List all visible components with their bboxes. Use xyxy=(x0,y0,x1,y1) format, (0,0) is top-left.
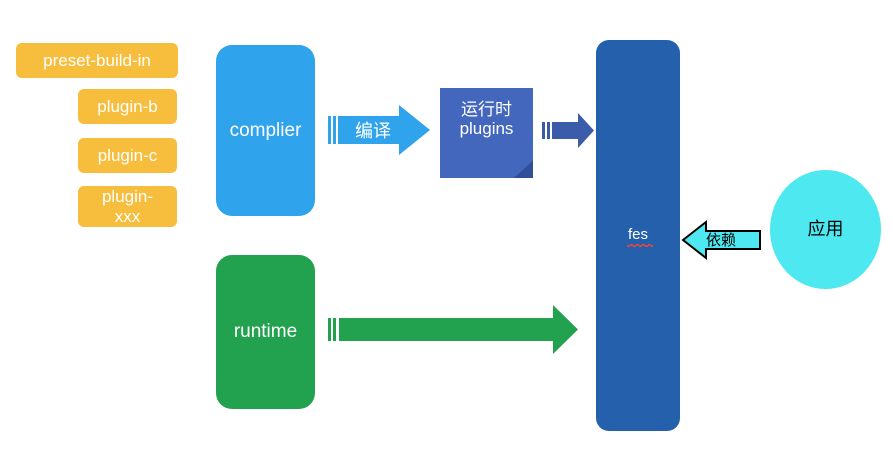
plugin-chip-preset-build-in[interactable]: preset-build-in xyxy=(16,43,178,78)
plugin-chip-label: plugin-c xyxy=(97,145,158,165)
node-app[interactable]: 应用 xyxy=(770,170,881,289)
node-runtime-plugins[interactable]: 运行时 plugins xyxy=(440,88,533,178)
arrow-depend-label: 依赖 xyxy=(705,231,736,249)
node-app-label: 应用 xyxy=(807,219,844,240)
arrow-runtime-to-fes xyxy=(328,305,578,354)
arrow-compile-label: 编译 xyxy=(355,121,391,141)
node-fes[interactable]: fes xyxy=(596,40,680,431)
plugin-chip-label: preset-build-in xyxy=(43,50,151,70)
arrow-plugins-to-fes xyxy=(542,113,594,148)
plugin-chip-plugin-c[interactable]: plugin-c xyxy=(78,138,177,173)
node-runtime-plugins-label: 运行时 plugins xyxy=(459,100,514,139)
plugin-chip-plugin-xxx[interactable]: plugin- xxx xyxy=(78,186,177,227)
plugin-chip-label: plugin-b xyxy=(97,96,158,116)
plugin-chip-plugin-b[interactable]: plugin-b xyxy=(78,89,177,124)
node-complier[interactable]: complier xyxy=(216,45,315,216)
node-fes-label: fes xyxy=(626,226,654,247)
node-runtime[interactable]: runtime xyxy=(216,255,315,409)
plugin-chip-label: plugin- xxx xyxy=(101,187,154,226)
node-complier-label: complier xyxy=(229,119,302,141)
node-runtime-label: runtime xyxy=(233,321,298,343)
